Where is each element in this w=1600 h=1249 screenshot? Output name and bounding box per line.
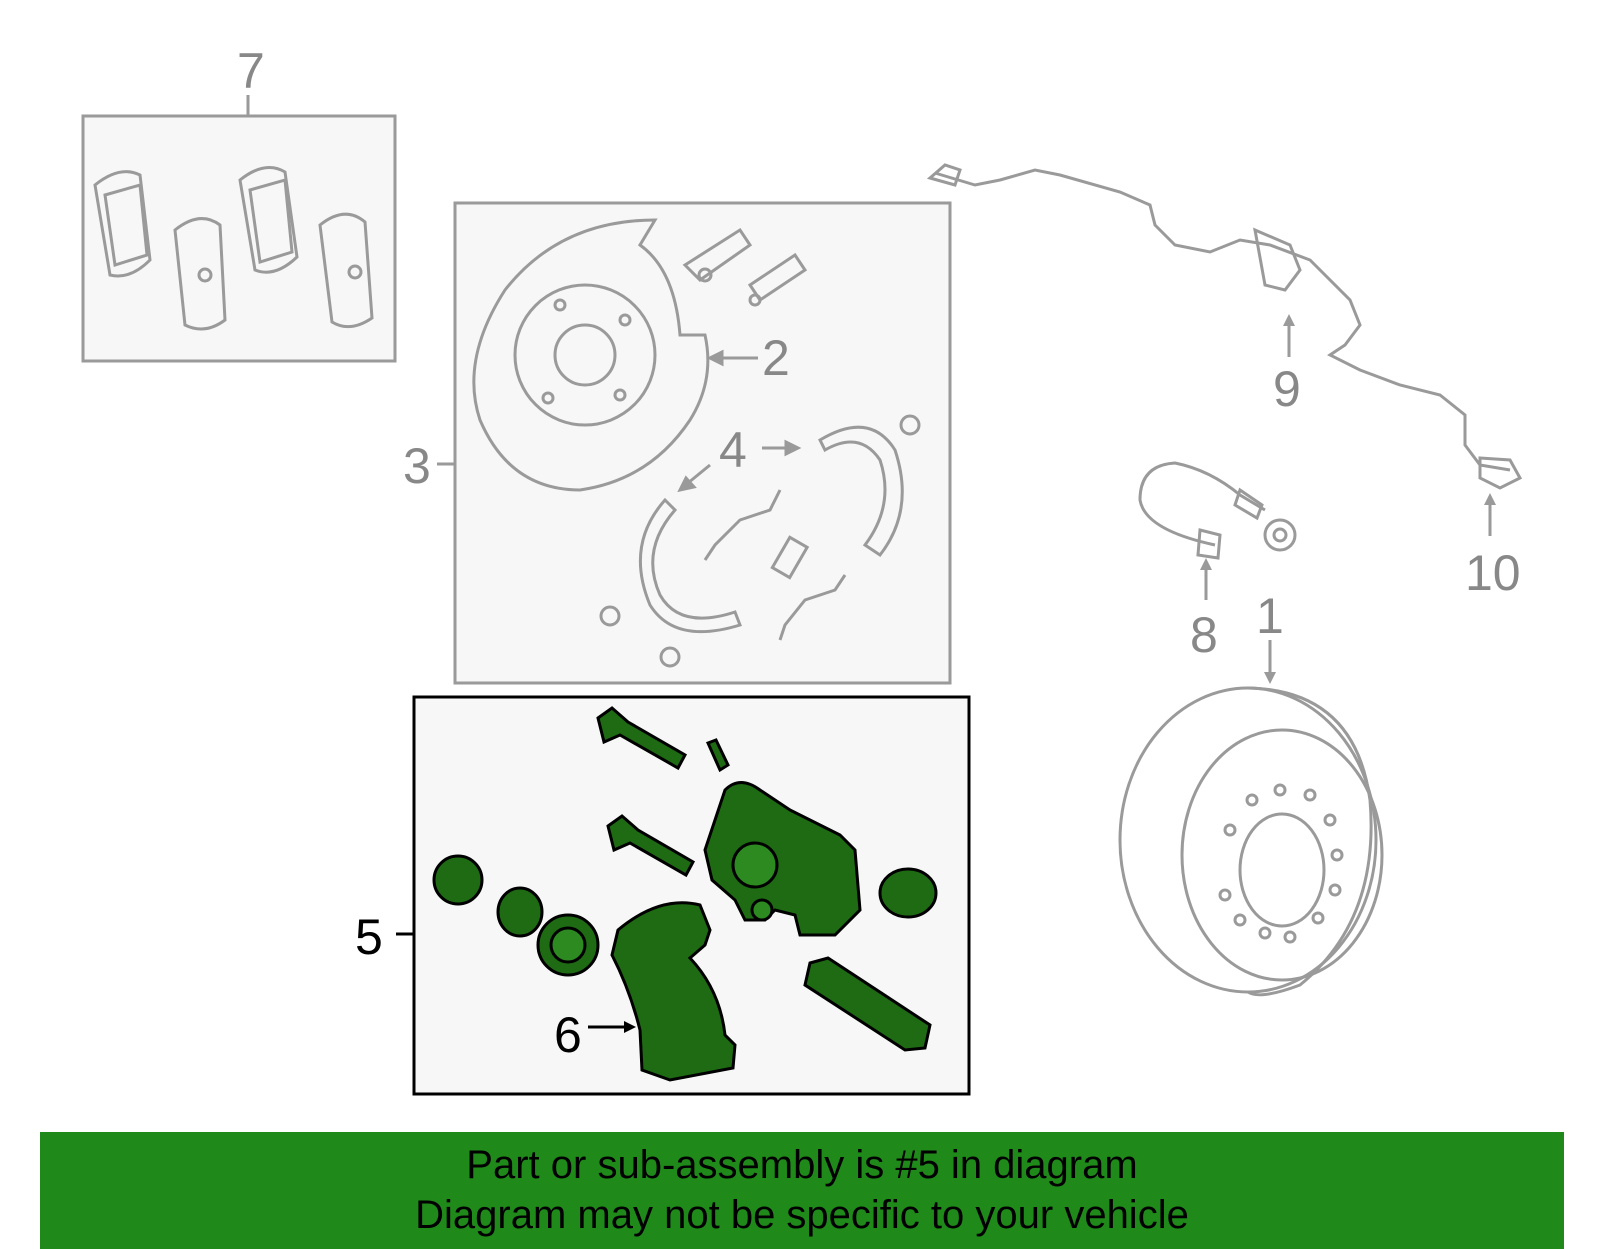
banner-line-1: Part or sub-assembly is #5 in diagram [466,1143,1138,1187]
backing-plate-icon [472,218,710,492]
spring-icon [599,414,921,668]
info-banner: Part or sub-assembly is #5 in diagram Di… [40,1132,1564,1249]
callout-6: 6 [554,1007,582,1063]
brake-rotor-icon [1118,686,1384,997]
part-7-brake-pads-group[interactable]: 7 [81,43,397,363]
callout-2: 2 [762,330,790,386]
brake-hose-icon [1138,461,1297,560]
callout-3: 3 [403,438,431,494]
callout-8: 8 [1190,607,1218,663]
leader-lines [437,349,802,493]
caliper-icon [432,706,938,1082]
part-1-rotor-group[interactable]: 1 [1118,588,1384,997]
callout-5: 5 [355,909,383,965]
part-9-sensor-harness-group[interactable]: 9 10 [926,163,1523,601]
brake-pad-icon [93,166,374,331]
callout-7: 7 [237,43,265,99]
sensor-cable-icon [926,163,1523,490]
adjuster-icon [682,227,808,307]
banner-line-2: Diagram may not be specific to your vehi… [415,1193,1189,1237]
callout-1: 1 [1256,588,1284,644]
callout-10: 10 [1465,545,1521,601]
callout-4: 4 [719,422,747,478]
callout-9: 9 [1273,361,1301,417]
part-5-caliper-assembly-group[interactable]: 5 6 [355,695,971,1096]
brake-shoe-icon [638,425,904,634]
part-3-parking-brake-group[interactable]: 2 3 4 [403,201,952,685]
part-8-brake-hose-group[interactable]: 8 [1138,461,1297,663]
